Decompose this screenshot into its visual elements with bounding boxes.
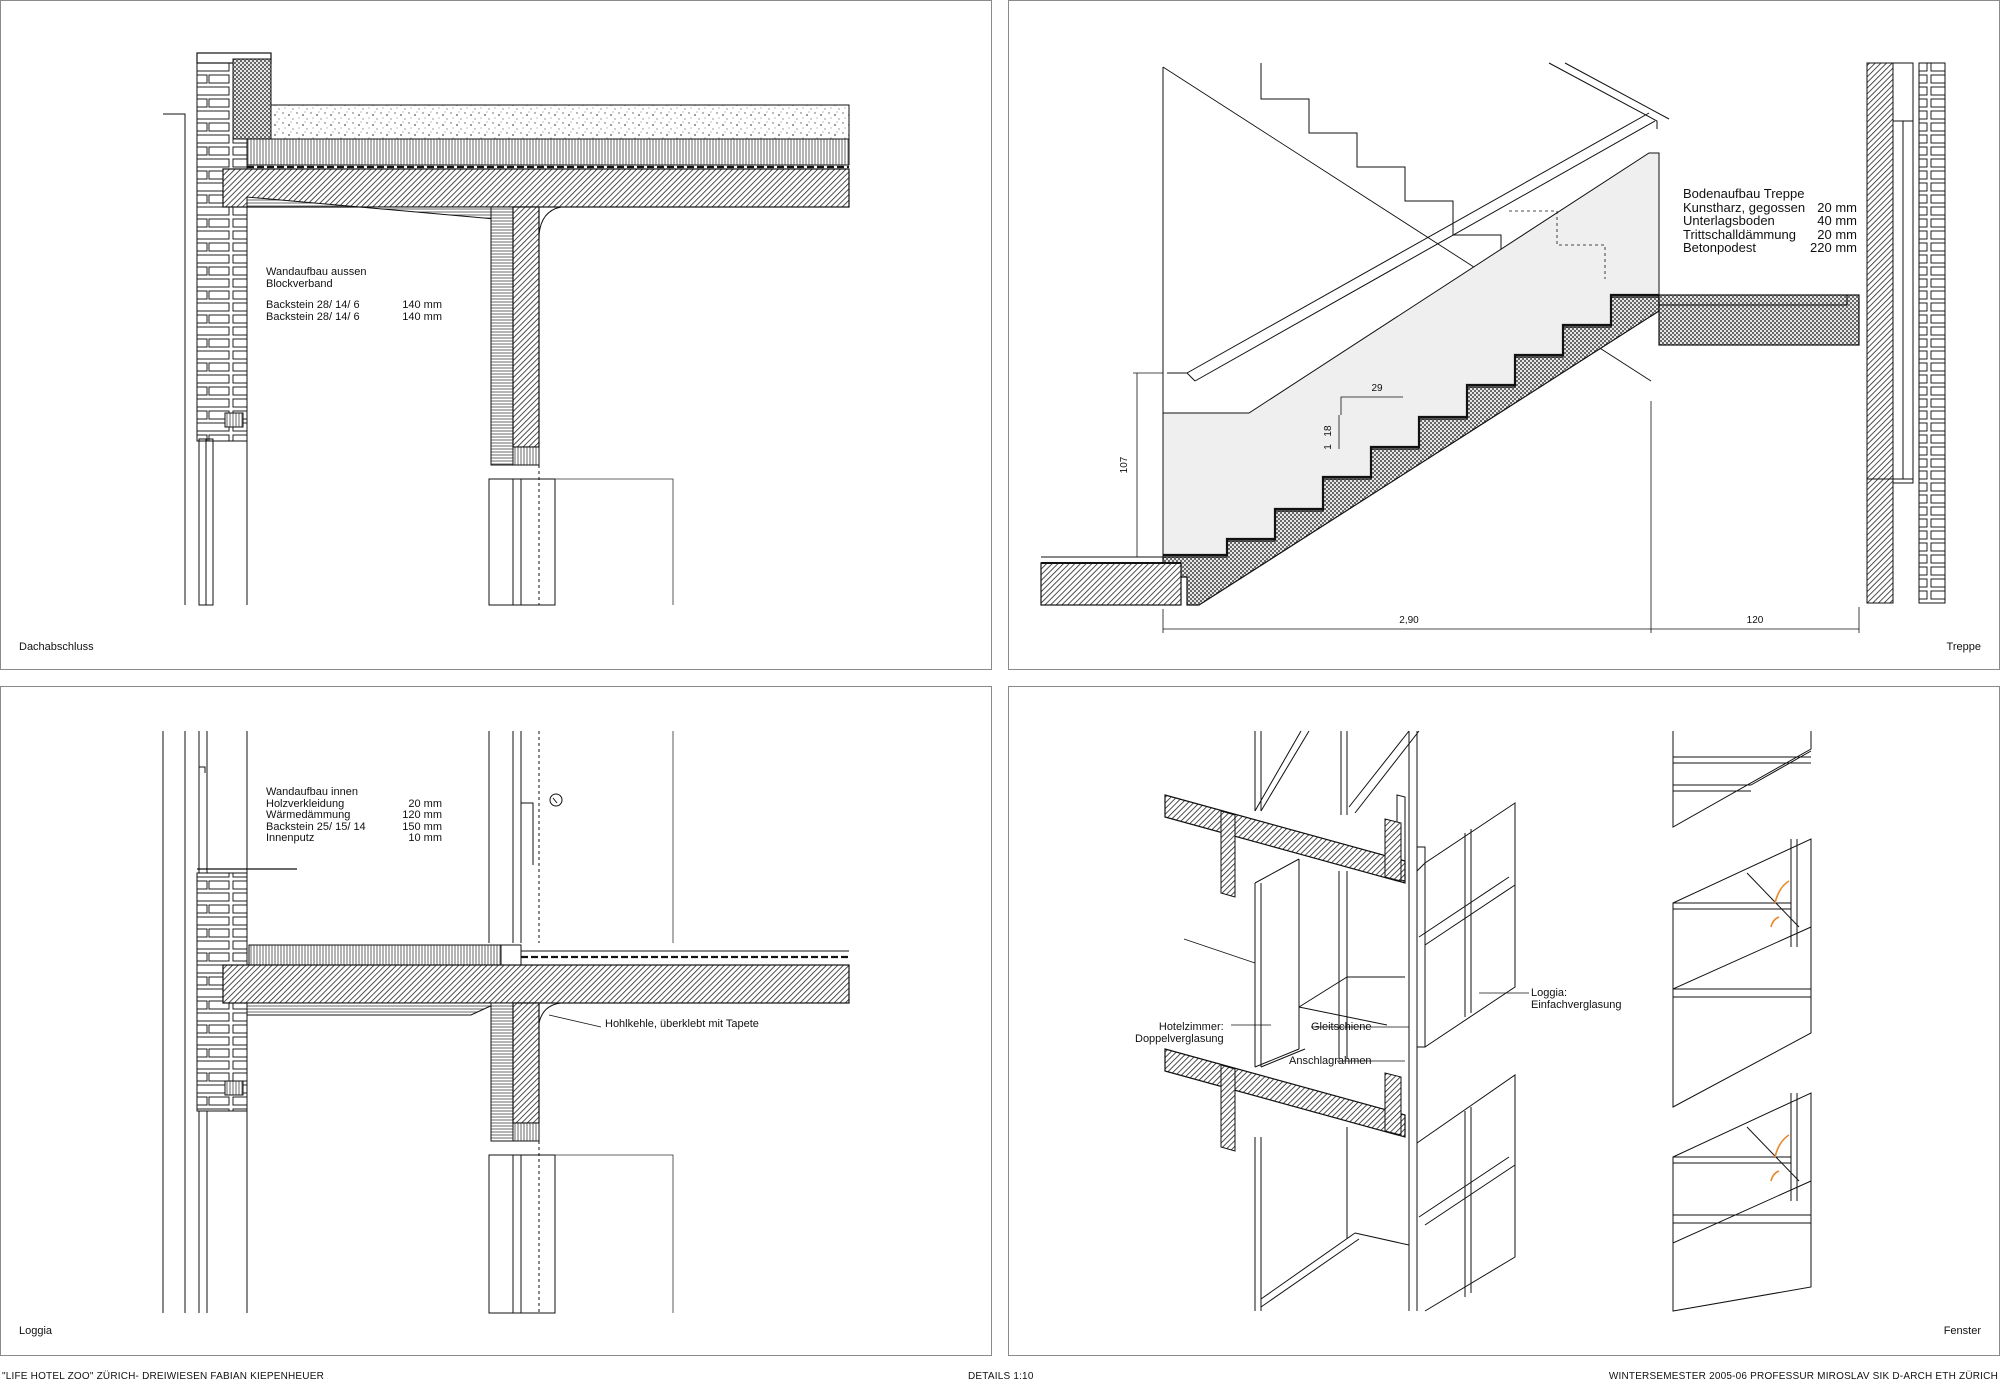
- callout-leader: [548, 1014, 602, 1028]
- loggia-drawing: [162, 731, 850, 1314]
- callout-loggia: Loggia: Einfachverglasung: [1531, 987, 1622, 1011]
- window-detail-bottom: [1672, 1092, 1812, 1312]
- dim-tread-label: 29: [1371, 383, 1383, 394]
- panel-label: Loggia: [19, 1325, 53, 1337]
- spec-title: Bodenaufbau Treppe: [1683, 186, 1805, 201]
- facade-brick-right: [1918, 62, 1946, 604]
- interior-wall-lining: [490, 206, 514, 466]
- treppe-drawing: 2,90 120 107 29 18 1: [1040, 62, 1946, 633]
- wall-base: [512, 446, 540, 466]
- fixture-circle: [549, 793, 563, 807]
- dim-riser-label: 18: [1323, 425, 1334, 437]
- panel-label: Fenster: [1943, 1325, 1981, 1337]
- spec-row: Backstein 28/ 14/ 6 140 mm: [266, 310, 442, 323]
- dim-tread: [1340, 396, 1403, 415]
- panel-label: Dachabschluss: [19, 641, 94, 653]
- footer-project-title: "LIFE HOTEL ZOO" ZÜRICH- DREIWIESEN FABI…: [2, 1371, 325, 1382]
- panel-label: Treppe: [1946, 641, 1981, 653]
- callout-anschlagrahmen: Anschlagrahmen: [1289, 1055, 1372, 1067]
- fenster-drawing: [1164, 730, 1812, 1312]
- landing-slab: [1658, 294, 1860, 346]
- dachabschluss-drawing: [163, 52, 850, 606]
- dim-landing-label: 120: [1747, 615, 1764, 626]
- interior-wall-core: [512, 1002, 540, 1124]
- outer-wall-line: [163, 113, 186, 605]
- cove-curve: [538, 206, 562, 236]
- callout-hotelzimmer: Hotelzimmer: Doppelverglasung: [1135, 1021, 1224, 1045]
- callout-hohlkehle: Hohlkehle, überklebt mit Tapete: [605, 1018, 759, 1030]
- spec-title: Wandaufbau aussen: [266, 266, 367, 278]
- lintel-block: [224, 412, 244, 428]
- hidden-steps: [1509, 210, 1606, 279]
- tread-finish: [1163, 293, 1659, 557]
- upper-slab: [1164, 794, 1406, 884]
- stair-concrete-flight: [1162, 296, 1660, 606]
- interior-wall-core: [512, 206, 540, 448]
- dim-height-label: 107: [1119, 456, 1130, 473]
- spec-row: Backstein 28/ 14/ 6 140 mm: [266, 299, 442, 311]
- window-detail-middle: [1672, 838, 1812, 1108]
- parapet-insulation: [232, 58, 272, 140]
- dim-riser-count: 1: [1323, 444, 1334, 450]
- panel-dachabschluss: Wandaufbau aussen Blockverband Backstein…: [0, 0, 992, 670]
- cove-curve: [538, 1002, 562, 1024]
- handrail-top: [1186, 112, 1650, 374]
- footer-scale: DETAILS 1:10: [968, 1371, 1034, 1382]
- facade-wall-right: [1866, 62, 1894, 484]
- roof-gravel: [270, 104, 850, 140]
- dim-run-label: 2,90: [1399, 615, 1419, 626]
- door-frame: [488, 478, 556, 606]
- opening-arrow: [1774, 880, 1790, 904]
- panel-fenster: Hotelzimmer: Doppelverglasung Gleitschie…: [1008, 686, 2000, 1356]
- lower-floor-slab: [1040, 562, 1182, 606]
- handrail-bottom: [1194, 120, 1656, 382]
- spec-wandaufbau-aussen: Wandaufbau aussen Blockverband Backstein…: [266, 266, 442, 323]
- roof-slab: [222, 168, 850, 208]
- spec-subtitle: Blockverband: [266, 277, 333, 290]
- panel-treppe: 2,90 120 107 29 18 1 Bodenaufbau Treppe …: [1008, 0, 2000, 670]
- footer-semester: WINTERSEMESTER 2005-06 PROFESSUR MIROSLA…: [1608, 1371, 1998, 1382]
- floor-insulation: [248, 944, 502, 966]
- spec-title: Wandaufbau innen: [266, 786, 358, 798]
- loggia-slab: [222, 964, 850, 1004]
- roof-insulation: [246, 138, 850, 166]
- callout-gleitschiene: Gleitschiene: [1311, 1021, 1372, 1033]
- window-detail-top: [1672, 731, 1812, 828]
